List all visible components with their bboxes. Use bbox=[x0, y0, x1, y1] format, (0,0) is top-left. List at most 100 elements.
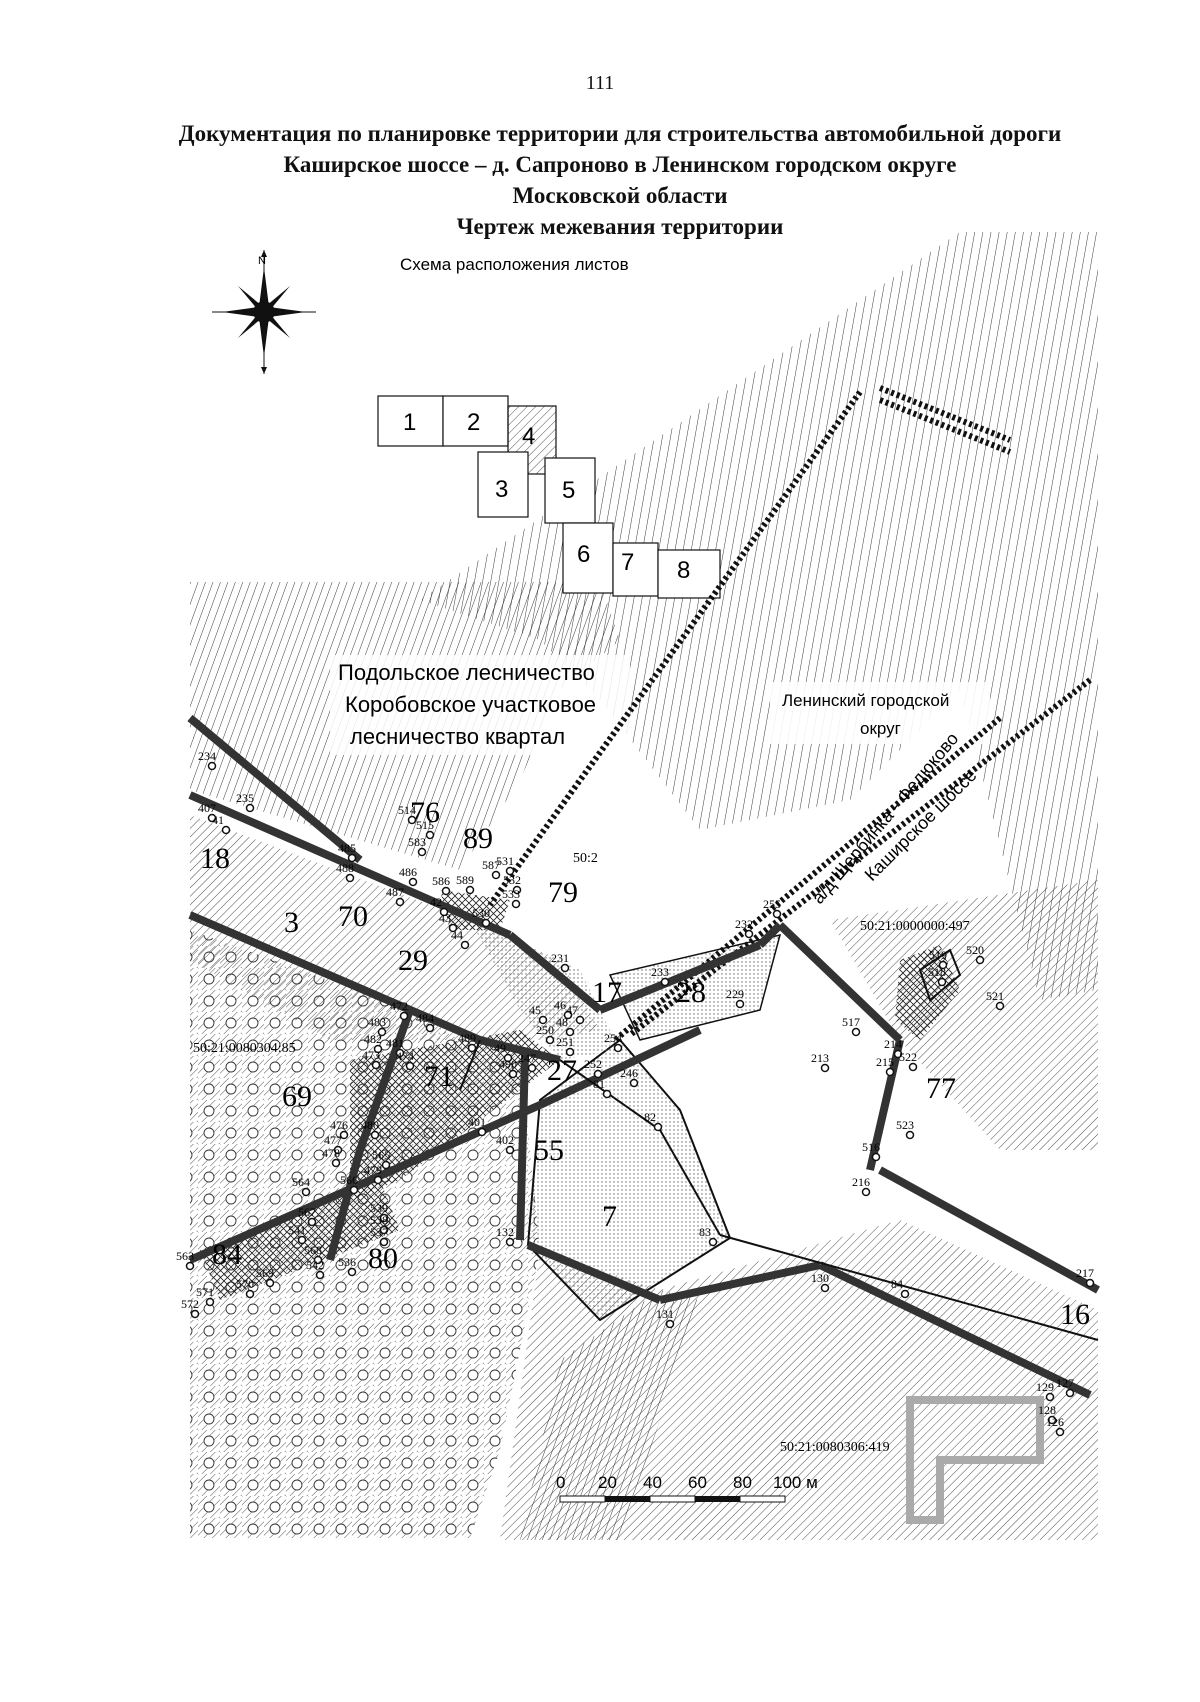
survey-point-label: 480 bbox=[361, 1118, 379, 1132]
survey-point-marker bbox=[441, 886, 451, 896]
survey-point-marker bbox=[937, 977, 947, 987]
survey-point-label: 482 bbox=[364, 1032, 382, 1046]
survey-point-marker bbox=[395, 897, 405, 907]
survey-point-marker bbox=[345, 873, 355, 883]
parcel-number: 16 bbox=[1060, 1298, 1090, 1331]
parcel-number: 18 bbox=[200, 842, 230, 875]
parcel-number: 27 bbox=[547, 1054, 577, 1087]
survey-point-marker bbox=[381, 1160, 391, 1170]
survey-point-marker bbox=[185, 1261, 195, 1271]
forestry-label-line1: Подольское лесничество bbox=[338, 660, 595, 685]
survey-point-marker bbox=[301, 1187, 311, 1197]
survey-point-label: 523 bbox=[896, 1118, 914, 1132]
survey-point-marker bbox=[349, 1185, 359, 1195]
survey-point-label: 539 bbox=[370, 1201, 388, 1215]
forestry-label-line2: Коробовское участковое bbox=[345, 692, 596, 717]
survey-point-marker bbox=[511, 899, 521, 909]
survey-point-marker bbox=[735, 999, 745, 1009]
title-line-3: Московской области bbox=[512, 183, 728, 208]
survey-point-label: 522 bbox=[899, 1050, 917, 1064]
survey-point-marker bbox=[871, 1152, 881, 1162]
survey-point-marker bbox=[563, 1010, 573, 1020]
title-line-1: Документация по планировке территории дл… bbox=[178, 121, 1062, 146]
survey-point-label: 566 bbox=[340, 1173, 358, 1187]
survey-point-marker bbox=[905, 1130, 915, 1140]
survey-point-label: 571 bbox=[196, 1285, 214, 1299]
survey-point-label: 486 bbox=[399, 865, 417, 879]
survey-point-marker bbox=[190, 1309, 200, 1319]
survey-point-label: 472 bbox=[390, 999, 408, 1013]
survey-point-label: 490 bbox=[499, 1057, 517, 1071]
scale-tick-label: 0 bbox=[556, 1473, 565, 1492]
sheet-label-6: 6 bbox=[577, 541, 590, 568]
survey-point-marker bbox=[395, 1048, 405, 1058]
survey-point-label: 41 bbox=[212, 813, 224, 827]
survey-point-marker bbox=[331, 1158, 341, 1168]
survey-point-label: 519 bbox=[929, 948, 947, 962]
parcel-number: 77 bbox=[926, 1072, 956, 1105]
survey-point-marker bbox=[333, 1145, 343, 1155]
document-title: Документация по планировке территории дл… bbox=[130, 118, 1110, 242]
survey-point-marker bbox=[744, 929, 754, 939]
survey-point-label: 476 bbox=[330, 1118, 348, 1132]
survey-point-label: 537 bbox=[370, 1225, 388, 1239]
survey-point-label: 131 bbox=[656, 1307, 674, 1321]
survey-point-label: 42 bbox=[430, 895, 442, 909]
survey-point-label: 563 bbox=[176, 1249, 194, 1263]
survey-point-label: 126 bbox=[1046, 1415, 1064, 1429]
survey-point-marker bbox=[373, 1175, 383, 1185]
building-outline bbox=[906, 1396, 1044, 1524]
survey-point-label: 45 bbox=[529, 1003, 541, 1017]
survey-point-marker bbox=[379, 1225, 389, 1235]
survey-point-marker bbox=[820, 1283, 830, 1293]
survey-point-label: 130 bbox=[811, 1271, 829, 1285]
survey-point-label: 473 bbox=[362, 1048, 380, 1062]
survey-point-marker bbox=[527, 1063, 537, 1073]
survey-point-marker bbox=[900, 1289, 910, 1299]
survey-point-label: 541 bbox=[288, 1223, 306, 1237]
survey-point-label: 567 bbox=[298, 1205, 316, 1219]
survey-point-label: 481 bbox=[386, 1036, 404, 1050]
north-label: N bbox=[258, 255, 266, 267]
survey-point-label: 530 bbox=[472, 906, 490, 920]
survey-point-marker bbox=[205, 1297, 215, 1307]
survey-point-marker bbox=[399, 1011, 409, 1021]
sheet-label-7: 7 bbox=[621, 549, 634, 576]
survey-point-label: 542 bbox=[306, 1258, 324, 1272]
survey-point-marker bbox=[772, 909, 782, 919]
survey-point-label: 129 bbox=[1036, 1380, 1054, 1394]
survey-point-label: 46 bbox=[554, 998, 566, 1012]
compass-rose-icon bbox=[212, 250, 316, 374]
survey-point-label: 47 bbox=[566, 1003, 578, 1017]
survey-point-marker bbox=[467, 1043, 477, 1053]
forestry-label-line3: лесничество квартал bbox=[350, 724, 565, 749]
parcel-number: 28 bbox=[676, 976, 706, 1009]
title-line-4: Чертеж межевания территории bbox=[456, 214, 784, 239]
survey-point-label: 132 bbox=[496, 1225, 514, 1239]
survey-point-label: 43 bbox=[439, 911, 451, 925]
sheet-8 bbox=[657, 549, 721, 599]
survey-point-marker bbox=[417, 847, 427, 857]
survey-point-marker bbox=[505, 1237, 515, 1247]
survey-point-label: 489 bbox=[458, 1031, 476, 1045]
survey-point-marker bbox=[439, 907, 449, 917]
survey-point-label: 483 bbox=[368, 1015, 386, 1029]
survey-point-marker bbox=[938, 960, 948, 970]
survey-point-label: 127 bbox=[1056, 1376, 1074, 1390]
survey-point-label: 81 bbox=[593, 1077, 605, 1091]
survey-point-marker bbox=[425, 830, 435, 840]
survey-point-marker bbox=[408, 877, 418, 887]
survey-point-marker bbox=[565, 1027, 575, 1037]
survey-point-marker bbox=[405, 1061, 415, 1071]
survey-point-label: 232 bbox=[735, 917, 753, 931]
survey-point-marker bbox=[1055, 1427, 1065, 1437]
parcel-3-zone bbox=[190, 815, 600, 1040]
survey-point-label: 215 bbox=[876, 1055, 894, 1069]
survey-point-marker bbox=[575, 1015, 585, 1025]
survey-point-marker bbox=[1085, 1278, 1095, 1288]
survey-point-marker bbox=[465, 885, 475, 895]
sheet-6 bbox=[562, 522, 614, 594]
parcel-number: 69 bbox=[282, 1080, 312, 1113]
survey-point-label: 521 bbox=[986, 989, 1004, 1003]
parcel-number: 55 bbox=[534, 1134, 564, 1167]
